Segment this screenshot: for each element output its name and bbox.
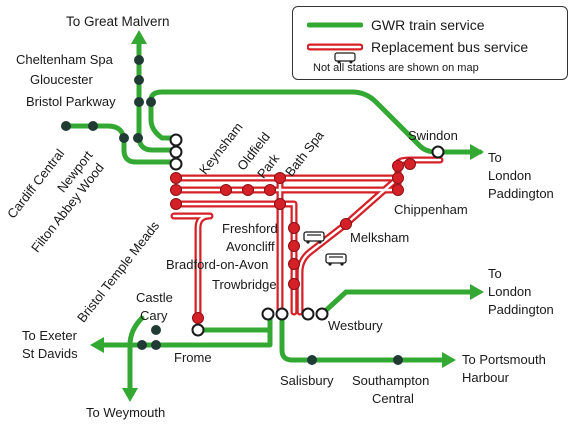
bus-stop-icon <box>274 198 286 210</box>
dest-london-2-paddington: Paddington <box>488 302 554 317</box>
dark-station-icon <box>134 55 144 65</box>
bus-stop-icon <box>170 184 182 196</box>
open-stations <box>169 133 445 337</box>
arrow-icon <box>470 144 484 160</box>
station-melksham: Melksham <box>350 230 410 245</box>
dest-london-2-to: To <box>488 266 502 281</box>
dark-station-icon <box>307 355 317 365</box>
bus-stop-icon <box>340 218 352 230</box>
dest-portsmouth-2: Harbour <box>462 370 509 385</box>
dest-london-2-london: London <box>488 284 532 299</box>
dark-station-icon <box>134 97 144 107</box>
station-castle-cary-1: Castle <box>136 290 173 305</box>
bus-stop-icon <box>170 172 182 184</box>
arrows <box>90 30 484 402</box>
legend: GWR train service Replacement bus servic… <box>292 6 568 80</box>
dark-station-icon <box>151 325 161 335</box>
open-station-icon <box>431 145 445 159</box>
open-station-icon <box>169 157 183 171</box>
dest-london-1-to: To <box>488 150 502 165</box>
open-station-icon <box>275 307 289 321</box>
arrow-icon <box>122 388 138 402</box>
train-lines <box>63 37 483 397</box>
dest-great-malvern: To Great Malvern <box>66 14 170 29</box>
bus-stop-icon <box>170 198 182 210</box>
arrow-icon <box>131 30 147 44</box>
dark-station-icon <box>133 133 143 143</box>
line-parkway-swindon <box>148 89 483 155</box>
legend-train-label: GWR train service <box>371 17 485 33</box>
dest-london-1-paddington: Paddington <box>488 186 554 201</box>
station-freshford: Freshford <box>222 221 278 236</box>
open-station-icon <box>191 323 205 337</box>
bus-line-swatch <box>307 43 363 51</box>
station-salisbury: Salisbury <box>280 373 334 388</box>
line-parkway-keynsham <box>148 97 177 141</box>
legend-bus-label: Replacement bus service <box>371 39 529 55</box>
line-cardiff <box>63 123 177 165</box>
station-swindon: Swindon <box>408 128 458 143</box>
arrow-icon <box>90 337 104 353</box>
legend-bus: Replacement bus service <box>307 39 528 55</box>
dark-station-icon <box>137 340 147 350</box>
bus-icon <box>325 253 347 266</box>
dest-portsmouth-1: To Portsmouth <box>462 352 546 367</box>
dest-exeter-2: St Davids <box>22 346 78 361</box>
open-station-icon <box>301 307 315 321</box>
line-castle-cary-westbury <box>195 311 273 333</box>
dark-station-icon <box>151 340 161 350</box>
bus-stop-icon <box>404 158 416 170</box>
station-trowbridge: Trowbridge <box>212 277 277 292</box>
legend-note: Not all stations are shown on map <box>313 62 479 74</box>
bus-icon <box>303 231 325 244</box>
line-salisbury <box>279 311 449 363</box>
bus-stop-icon <box>392 184 404 196</box>
bus-stop-icon <box>392 172 404 184</box>
legend-train: GWR train service <box>307 17 485 33</box>
dark-station-icon <box>61 121 71 131</box>
dark-station-icon <box>119 133 129 143</box>
open-station-icon <box>261 307 275 321</box>
dest-weymouth: To Weymouth <box>86 405 166 420</box>
bus-stop-icon <box>264 184 276 196</box>
dest-exeter-1: To Exeter <box>22 328 77 343</box>
arrow-icon <box>442 352 456 368</box>
dark-station-icon <box>393 355 403 365</box>
bus-icon <box>334 52 356 64</box>
station-avoncliff: Avoncliff <box>226 239 275 254</box>
bus-stop-icon <box>274 172 286 184</box>
station-southampton-2: Central <box>372 391 414 406</box>
dest-london-1-london: London <box>488 168 532 183</box>
line-westbury-london <box>319 289 479 317</box>
station-bristol-parkway: Bristol Parkway <box>26 94 116 109</box>
station-chippenham: Chippenham <box>394 202 468 217</box>
dark-station-icon <box>88 121 98 131</box>
dark-station-icon <box>146 97 156 107</box>
bus-stop-icon <box>288 240 300 252</box>
dark-station-icon <box>134 75 144 85</box>
bus-stop-icon <box>242 184 254 196</box>
open-station-icon <box>315 307 329 321</box>
train-line-swatch <box>307 22 363 28</box>
bus-stops <box>170 158 416 324</box>
station-castle-cary-2: Cary <box>140 308 168 323</box>
open-station-icon <box>169 133 183 147</box>
bus-stop-icon <box>288 258 300 270</box>
open-station-icon <box>169 145 183 159</box>
station-southampton-1: Southampton <box>352 373 430 388</box>
arrow-icon <box>470 284 484 300</box>
station-frome: Frome <box>174 350 212 365</box>
bus-stop-icon <box>392 160 404 172</box>
bus-stop-icon <box>288 278 300 290</box>
bus-stop-icon <box>288 222 300 234</box>
dark-stations <box>61 55 403 365</box>
station-bradford-on-avon: Bradford-on-Avon <box>166 257 269 272</box>
bus-stop-icon <box>192 312 204 324</box>
station-cheltenham-spa: Cheltenham Spa <box>16 52 113 67</box>
station-gloucester: Gloucester <box>30 72 93 87</box>
bus-stop-icon <box>220 184 232 196</box>
station-westbury: Westbury <box>328 318 383 333</box>
line-weymouth <box>127 315 145 397</box>
